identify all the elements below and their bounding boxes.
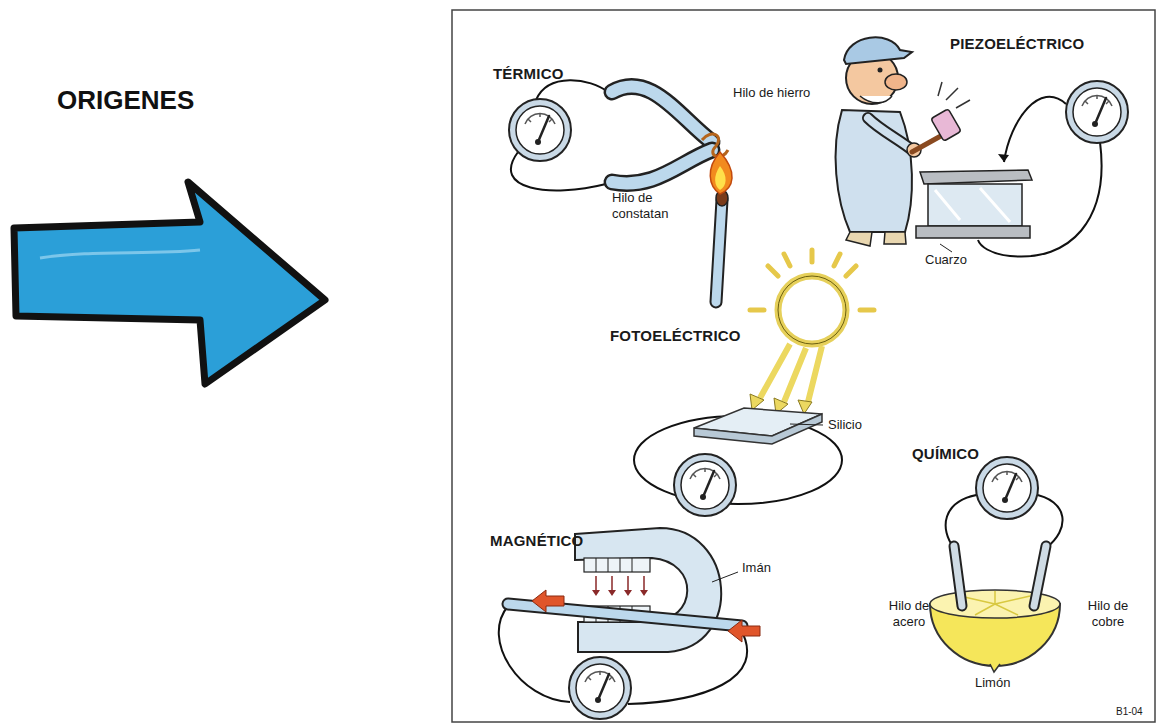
magnetic-illustration bbox=[596, 576, 644, 592]
part-label: Hilo de acero bbox=[882, 598, 936, 630]
photoelectric-illustration bbox=[760, 344, 822, 402]
section-heading: QUÍMICO bbox=[912, 446, 979, 462]
photoelectric-illustration bbox=[674, 454, 736, 516]
thermal-illustration bbox=[612, 150, 712, 183]
part-label: B1-04 bbox=[1116, 706, 1143, 718]
part-label: Imán bbox=[742, 560, 771, 576]
magnetic-illustration bbox=[569, 657, 631, 719]
piezoelectric-illustration bbox=[935, 188, 1010, 222]
magnetic-illustration bbox=[575, 528, 721, 652]
blue-arrow bbox=[40, 250, 200, 258]
piezoelectric-illustration bbox=[844, 37, 912, 64]
thermal-illustration bbox=[536, 80, 608, 100]
heading: ORIGENES bbox=[57, 85, 194, 115]
photoelectric-illustration bbox=[778, 276, 846, 344]
chemical-illustration bbox=[976, 457, 1038, 519]
thermal-illustration bbox=[509, 80, 732, 302]
chemical-illustration bbox=[1034, 546, 1046, 606]
magnetic-illustration bbox=[712, 572, 738, 582]
piezoelectric-illustration bbox=[884, 232, 906, 244]
piezoelectric-illustration bbox=[1066, 81, 1128, 143]
piezoelectric-illustration bbox=[878, 68, 883, 73]
piezoelectric-illustration bbox=[836, 37, 1128, 256]
thermal-illustration bbox=[702, 134, 728, 157]
piezoelectric-illustration bbox=[836, 110, 912, 232]
chemical-illustration bbox=[946, 494, 982, 548]
piezoelectric-illustration bbox=[940, 244, 952, 252]
part-label: Limón bbox=[975, 675, 1010, 691]
chemical-illustration bbox=[960, 591, 1030, 615]
thermal-illustration bbox=[715, 166, 726, 190]
piezoelectric-illustration bbox=[920, 170, 1032, 184]
piezoelectric-illustration bbox=[916, 226, 1030, 238]
chemical-illustration bbox=[930, 457, 1063, 672]
section-heading: MAGNÉTICO bbox=[490, 533, 583, 549]
piezoelectric-illustration bbox=[860, 96, 892, 103]
magnetic-illustration bbox=[499, 528, 760, 719]
piezoelectric-illustration bbox=[931, 109, 961, 142]
blue-arrow bbox=[14, 182, 325, 384]
thermal-illustration bbox=[612, 86, 712, 142]
magnetic-illustration bbox=[584, 558, 650, 572]
magnetic-illustration bbox=[728, 620, 760, 642]
piezoelectric-illustration bbox=[1004, 97, 1066, 162]
magnetic-illustration bbox=[592, 590, 648, 596]
thermal-illustration bbox=[509, 99, 571, 161]
chemical-illustration bbox=[1032, 494, 1063, 548]
photoelectric-illustration bbox=[778, 276, 846, 344]
thermal-illustration bbox=[612, 86, 712, 142]
part-label: Hilo de cobre bbox=[1080, 598, 1136, 630]
thermal-illustration bbox=[716, 200, 722, 302]
piezoelectric-illustration bbox=[938, 82, 970, 108]
part-label: Hilo de hierro bbox=[733, 85, 810, 101]
thermal-illustration bbox=[716, 200, 722, 302]
section-heading: TÉRMICO bbox=[493, 66, 564, 82]
section-heading: PIEZOELÉCTRICO bbox=[950, 36, 1084, 52]
blue-arrow bbox=[14, 182, 325, 384]
photoelectric-illustration bbox=[790, 424, 823, 425]
piezoelectric-illustration bbox=[928, 184, 1022, 226]
piezoelectric-illustration bbox=[868, 118, 912, 150]
chemical-illustration bbox=[954, 546, 962, 606]
chemical-illustration bbox=[954, 546, 962, 606]
photoelectric-illustration bbox=[694, 414, 822, 444]
section-heading: FOTOELÉCTRICO bbox=[610, 328, 741, 344]
piezoelectric-illustration bbox=[846, 232, 872, 246]
magnetic-illustration bbox=[532, 590, 564, 612]
piezoelectric-illustration bbox=[868, 118, 912, 150]
part-label: Cuarzo bbox=[925, 252, 967, 268]
piezoelectric-illustration bbox=[885, 74, 907, 90]
thermal-illustration bbox=[612, 150, 712, 183]
chemical-illustration bbox=[990, 664, 1000, 672]
chemical-illustration bbox=[1034, 546, 1046, 606]
photoelectric-illustration bbox=[750, 250, 874, 310]
part-label: Hilo de constatan bbox=[612, 190, 682, 222]
photoelectric-illustration bbox=[634, 250, 874, 516]
piezoelectric-illustration bbox=[998, 154, 1009, 162]
panel-frame bbox=[452, 10, 1155, 722]
part-label: Silicio bbox=[828, 417, 862, 433]
thermal-illustration bbox=[710, 152, 732, 194]
